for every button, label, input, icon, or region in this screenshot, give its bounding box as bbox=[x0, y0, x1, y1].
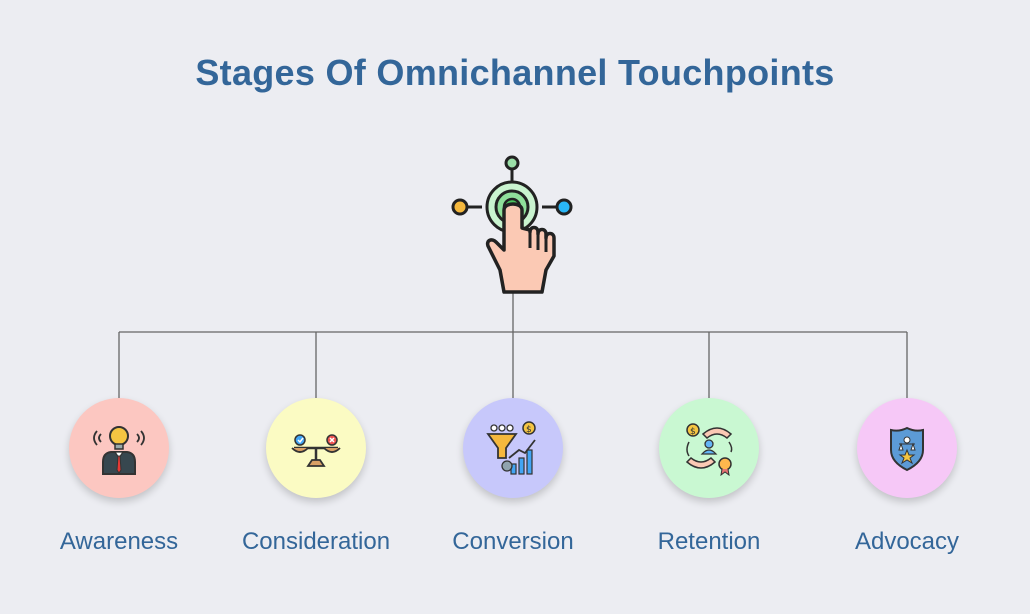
hands-customer-icon: $ bbox=[685, 423, 733, 476]
stage-label: Awareness bbox=[59, 528, 179, 555]
awareness-circle bbox=[69, 398, 169, 498]
page-title: Stages Of Omnichannel Touchpoints bbox=[195, 52, 835, 93]
lightbulb-person-icon bbox=[93, 426, 145, 475]
retention-circle: $ bbox=[659, 398, 759, 498]
stage-conversion: $ Conversion bbox=[423, 398, 603, 556]
advocacy-circle bbox=[857, 398, 957, 498]
stage-label: Conversion bbox=[452, 528, 574, 555]
stage-label: Advocacy bbox=[854, 528, 960, 555]
svg-text:$: $ bbox=[690, 427, 696, 437]
stage-retention: $ Retention bbox=[619, 398, 799, 556]
shield-badge-icon bbox=[890, 426, 924, 472]
conversion-circle: $ bbox=[463, 398, 563, 498]
touch-hand-icon bbox=[451, 155, 573, 294]
stage-consideration: Consideration bbox=[226, 398, 406, 556]
stage-label: Consideration bbox=[241, 528, 391, 555]
consideration-circle bbox=[266, 398, 366, 498]
stage-awareness: Awareness bbox=[29, 398, 209, 556]
stage-label: Retention bbox=[657, 528, 761, 555]
balance-scale-icon bbox=[291, 434, 341, 467]
stage-advocacy: Advocacy bbox=[817, 398, 997, 556]
svg-text:$: $ bbox=[526, 425, 532, 435]
funnel-growth-chart-icon: $ bbox=[486, 421, 536, 475]
